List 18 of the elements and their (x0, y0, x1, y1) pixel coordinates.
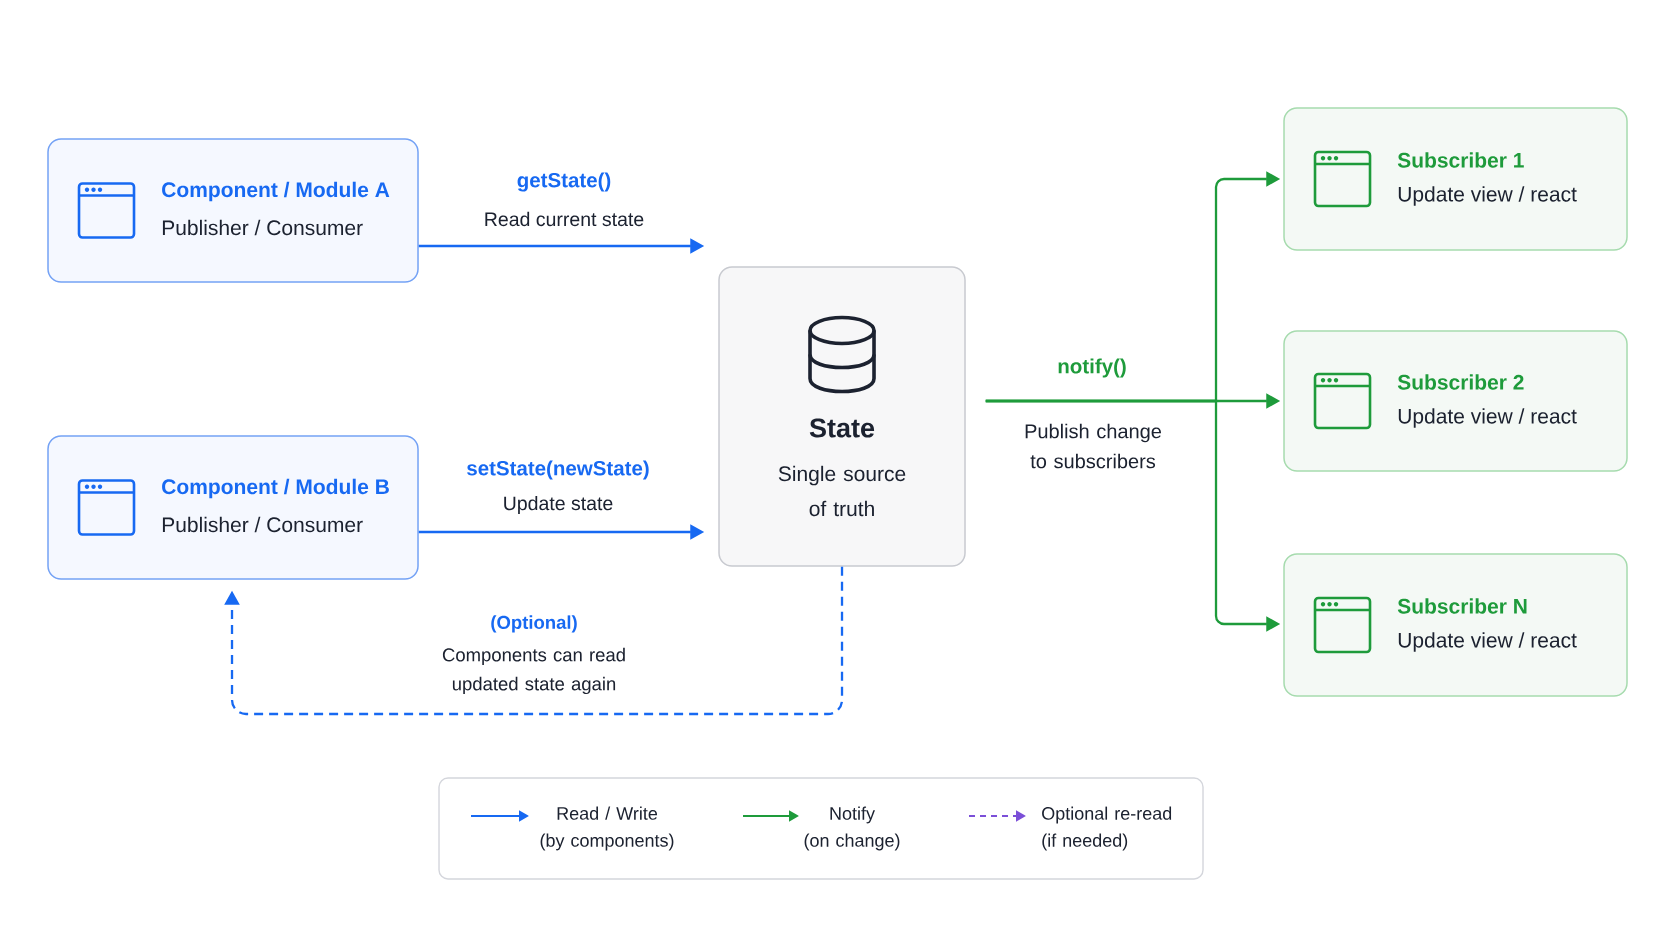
subscriber-box: Subscriber 1 Update view / react (1283, 107, 1628, 251)
legend-text: Optional re-read (if needed) (1042, 806, 1172, 851)
edge-label: notify() (1058, 358, 1126, 378)
legend-text: Notify (on change) (804, 806, 900, 851)
edge-label: getState() (517, 172, 611, 192)
component-box: Component / Module A Publisher / Consumer (47, 138, 419, 283)
legend-text: Read / Write (by components) (540, 806, 674, 851)
edge-note: Publish change to subscribers (1025, 423, 1161, 469)
dashed-arrow (224, 566, 844, 716)
subscriber-box: Subscriber N Update view / react (1283, 553, 1628, 697)
edge-label: setState(newState) (467, 460, 649, 480)
edge-note: Components can read updated state again (442, 647, 625, 695)
edge-label: (Optional) (491, 615, 577, 633)
edge-note: Update state (504, 495, 613, 515)
component-box: Component / Module B Publisher / Consumer (47, 435, 419, 580)
state-box: State Single source of truth (718, 266, 966, 567)
subscriber-box: Subscriber 2 Update view / react (1283, 330, 1628, 472)
edge-note: Read current state (485, 211, 644, 227)
